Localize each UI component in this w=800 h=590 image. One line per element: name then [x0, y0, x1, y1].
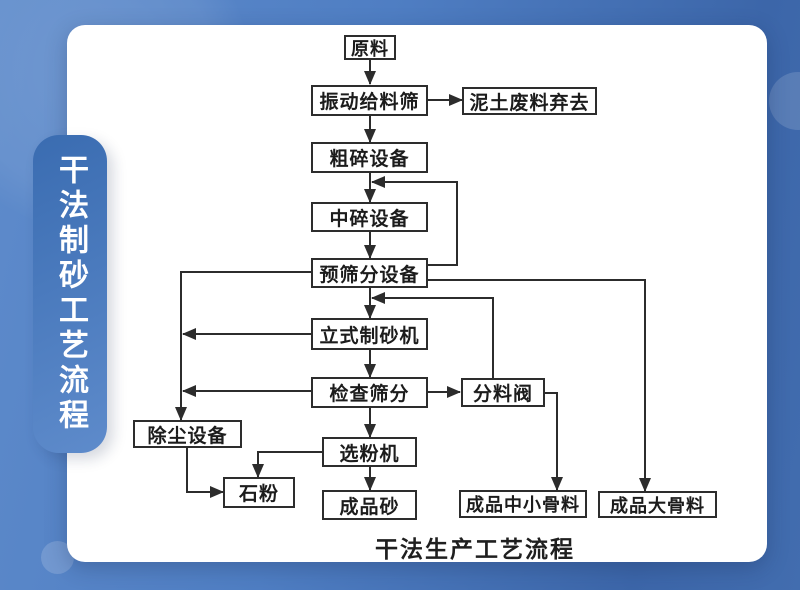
node-finished-large-aggregate: 成品大骨料 — [598, 491, 717, 518]
node-waste-discard: 泥土废料弃去 — [462, 87, 597, 115]
node-coarse-crusher: 粗碎设备 — [311, 142, 428, 173]
node-stone-powder: 石粉 — [223, 477, 295, 508]
node-check-screening: 检查筛分 — [311, 377, 428, 408]
node-finished-mid-small-aggregate: 成品中小骨料 — [459, 490, 587, 518]
diagram-caption: 干法生产工艺流程 — [375, 537, 575, 562]
node-finished-sand: 成品砂 — [322, 490, 417, 520]
node-dividing-valve: 分料阀 — [461, 378, 545, 407]
node-vibrating-feeder: 振动给料筛 — [311, 85, 428, 116]
node-pre-screening: 预筛分设备 — [311, 258, 428, 288]
node-medium-crusher: 中碎设备 — [311, 202, 428, 232]
node-raw-material: 原料 — [344, 35, 396, 60]
decor-circle-right — [769, 72, 800, 130]
vertical-title-text: 干法制砂工艺流程 — [54, 154, 87, 434]
node-dust-removal: 除尘设备 — [133, 420, 242, 448]
node-powder-separator: 选粉机 — [322, 437, 417, 467]
node-vertical-sand-maker: 立式制砂机 — [311, 318, 428, 350]
vertical-title-pill: 干法制砂工艺流程 — [33, 135, 107, 453]
